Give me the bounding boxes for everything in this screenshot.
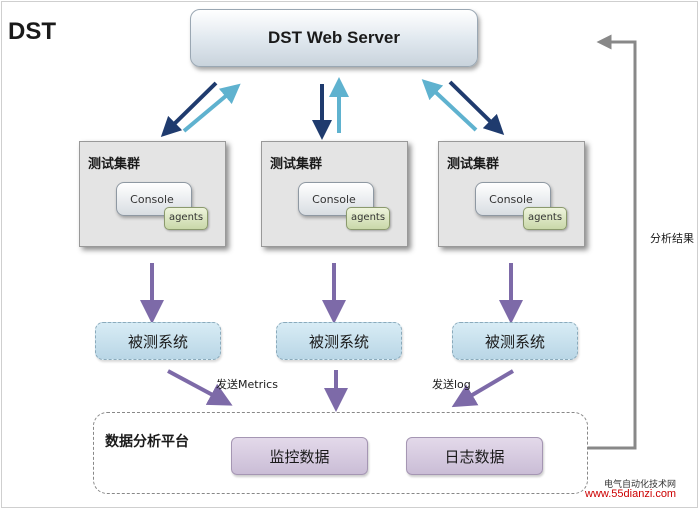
web-server-node: DST Web Server xyxy=(190,9,478,67)
server-cluster-arrows xyxy=(160,77,505,140)
data-analysis-platform: 数据分析平台 监控数据 日志数据 xyxy=(93,412,588,494)
log-data-store: 日志数据 xyxy=(406,437,543,475)
arrow-system-3-to-platform xyxy=(451,369,515,408)
test-cluster-1: 测试集群 Console agents xyxy=(79,141,226,247)
edge-label-analysis-result: 分析结果 xyxy=(650,230,694,246)
console-node: Console xyxy=(475,182,551,216)
edge-label-log: 发送log xyxy=(432,378,471,391)
cluster-system-arrows xyxy=(140,263,523,324)
test-cluster-label: 测试集群 xyxy=(270,157,323,172)
watermark-url: www.55dianzi.com xyxy=(585,488,677,500)
test-cluster-label: 测试集群 xyxy=(88,157,141,172)
console-node: Console xyxy=(116,182,192,216)
system-under-test-2: 被测系统 xyxy=(276,322,402,360)
watermark-site-name: 电气自动化技术网 xyxy=(604,480,677,490)
platform-label: 数据分析平台 xyxy=(105,434,189,450)
system-under-test-3: 被测系统 xyxy=(452,322,578,360)
brand-title: DST xyxy=(8,18,56,45)
system-platform-arrows xyxy=(167,369,515,412)
arrow-server-to-cluster-1 xyxy=(160,81,218,137)
agents-node: agents xyxy=(164,207,208,230)
test-cluster-2: 测试集群 Console agents xyxy=(261,141,408,247)
arrow-system-1-to-platform xyxy=(167,369,233,406)
web-server-label: DST Web Server xyxy=(268,28,400,47)
monitoring-data-store: 监控数据 xyxy=(231,437,368,475)
test-cluster-label: 测试集群 xyxy=(447,157,500,172)
test-cluster-3: 测试集群 Console agents xyxy=(438,141,585,247)
arrow-cluster-3-to-server xyxy=(421,79,478,132)
arrow-cluster-1-to-server xyxy=(182,83,241,133)
arrow-analysis-result-return xyxy=(588,34,637,450)
agents-node: agents xyxy=(346,207,390,230)
arrow-server-to-cluster-3 xyxy=(448,80,505,135)
system-under-test-1: 被测系统 xyxy=(95,322,221,360)
edge-label-metrics: 发送Metrics xyxy=(216,378,278,391)
agents-node: agents xyxy=(523,207,567,230)
